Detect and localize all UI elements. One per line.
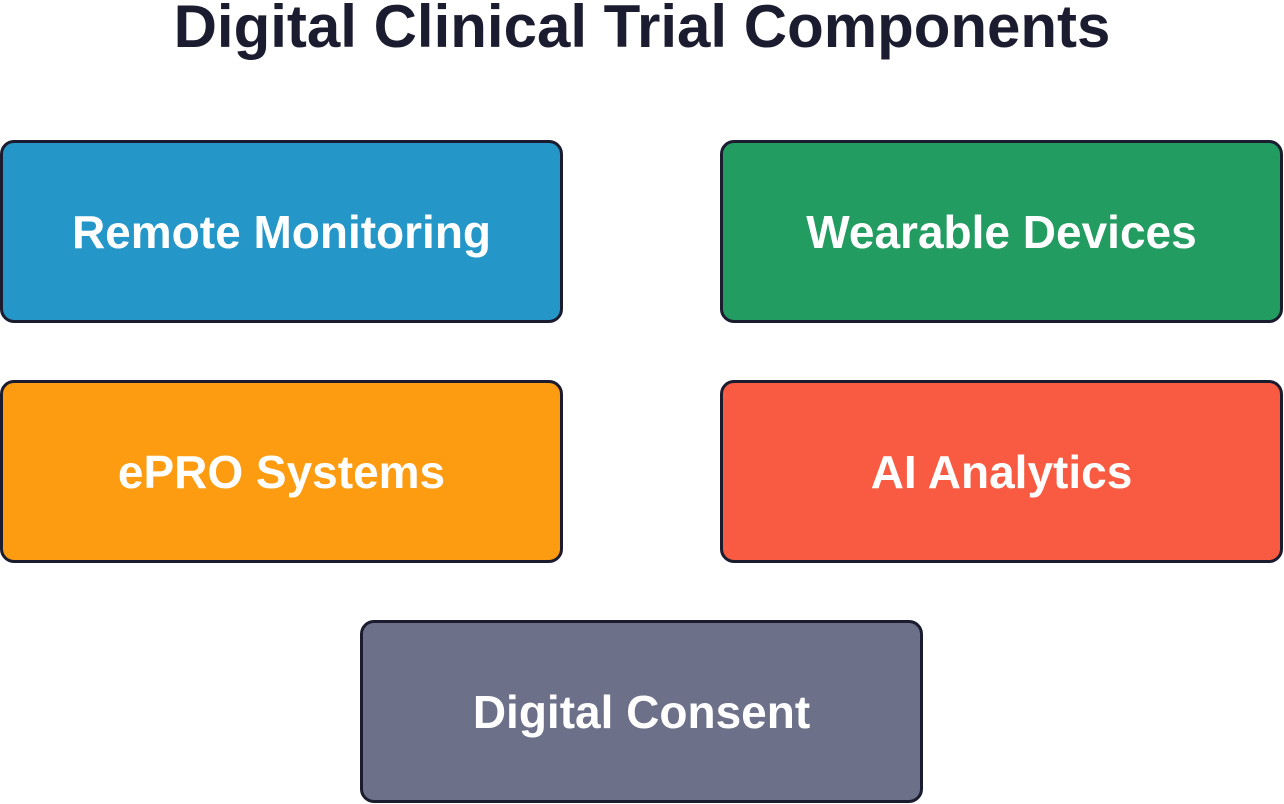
component-label: Wearable Devices (806, 205, 1197, 258)
component-label: ePRO Systems (117, 445, 446, 498)
component-label: Remote Monitoring (71, 205, 492, 258)
component-box-remote-monitoring: Remote Monitoring (0, 140, 563, 323)
component-box-epro-systems: ePRO Systems (0, 380, 563, 563)
component-box-digital-consent: Digital Consent (360, 620, 923, 803)
component-label: AI Analytics (870, 445, 1133, 498)
component-box-wearable-devices: Wearable Devices (720, 140, 1283, 323)
diagram-title: Digital Clinical Trial Components (173, 0, 1111, 60)
component-label: Digital Consent (472, 685, 811, 738)
component-box-ai-analytics: AI Analytics (720, 380, 1283, 563)
